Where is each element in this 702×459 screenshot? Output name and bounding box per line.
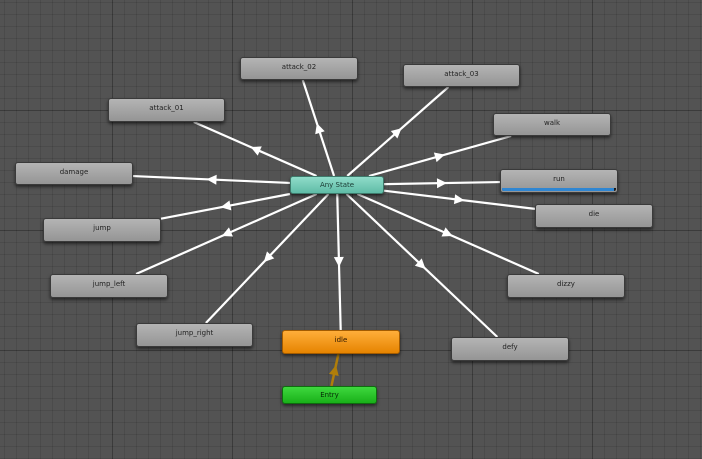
transition-any-state-to-jump[interactable]	[160, 192, 291, 220]
transition-arrow-icon	[414, 258, 426, 269]
transition-arrow-icon	[220, 200, 232, 211]
transition-arrow-icon	[221, 227, 233, 237]
transition-arrow-icon	[441, 227, 453, 237]
state-label: jump	[93, 224, 111, 232]
state-label: attack_03	[444, 70, 479, 78]
state-label: die	[588, 210, 600, 218]
transition-arrow-icon	[328, 365, 339, 376]
state-label: attack_02	[281, 63, 317, 71]
transition-entry-to-idle[interactable]	[328, 353, 340, 387]
transition-any-state-to-damage[interactable]	[132, 174, 291, 185]
transition-arrow-icon	[436, 178, 447, 189]
transition-any-state-to-run[interactable]	[383, 178, 501, 189]
state-label: jump_right	[175, 329, 214, 337]
state-run[interactable]: run	[500, 169, 618, 193]
transition-arrow-icon	[315, 123, 325, 135]
state-label: jump_left	[92, 280, 126, 288]
state-label: damage	[59, 168, 89, 176]
transition-any-state-to-die[interactable]	[383, 189, 536, 210]
state-damage[interactable]: damage	[15, 162, 133, 185]
state-attack-02[interactable]: attack_02	[240, 57, 358, 80]
transition-any-state-to-attack-02[interactable]	[301, 79, 336, 177]
transition-any-state-to-idle[interactable]	[333, 193, 344, 331]
transition-any-state-to-defy[interactable]	[345, 193, 499, 338]
state-dizzy[interactable]: dizzy	[507, 274, 625, 298]
state-progress-bar	[502, 188, 616, 191]
transition-arrow-icon	[453, 194, 465, 205]
state-walk[interactable]: walk	[493, 113, 611, 136]
transition-arrow-icon	[433, 152, 445, 163]
state-label: idle	[334, 336, 348, 344]
state-any-state[interactable]: Any State	[290, 176, 384, 194]
transition-arrow-icon	[263, 251, 275, 263]
state-label: Entry	[320, 391, 339, 399]
state-die[interactable]: die	[535, 204, 653, 228]
state-attack-01[interactable]: attack_01	[108, 98, 225, 122]
state-progress-fill	[502, 188, 614, 191]
transition-any-state-to-attack-03[interactable]	[346, 86, 450, 177]
state-jump[interactable]: jump	[43, 218, 161, 242]
state-idle[interactable]: idle	[282, 330, 400, 354]
transition-arrow-icon	[390, 128, 402, 139]
transition-arrow-icon	[333, 256, 344, 267]
transition-any-state-to-dizzy[interactable]	[356, 192, 540, 276]
state-jump-right[interactable]: jump_right	[136, 323, 253, 347]
state-entry[interactable]: Entry	[282, 386, 377, 404]
transition-any-state-to-attack-01[interactable]	[193, 120, 317, 178]
state-attack-03[interactable]: attack_03	[403, 64, 520, 87]
transition-any-state-to-jump-right[interactable]	[205, 193, 330, 324]
transition-arrow-icon	[250, 146, 262, 156]
state-label: walk	[543, 119, 560, 127]
state-label: attack_01	[149, 104, 184, 112]
state-label: defy	[502, 343, 518, 351]
state-label: dizzy	[557, 280, 575, 288]
state-label: run	[553, 175, 565, 183]
state-jump-left[interactable]: jump_left	[50, 274, 168, 298]
state-label: Any State	[319, 181, 355, 189]
transition-any-state-to-jump-left[interactable]	[135, 192, 318, 276]
state-defy[interactable]: defy	[451, 337, 569, 361]
transition-any-state-to-walk[interactable]	[368, 134, 512, 178]
transition-arrow-icon	[206, 174, 217, 185]
